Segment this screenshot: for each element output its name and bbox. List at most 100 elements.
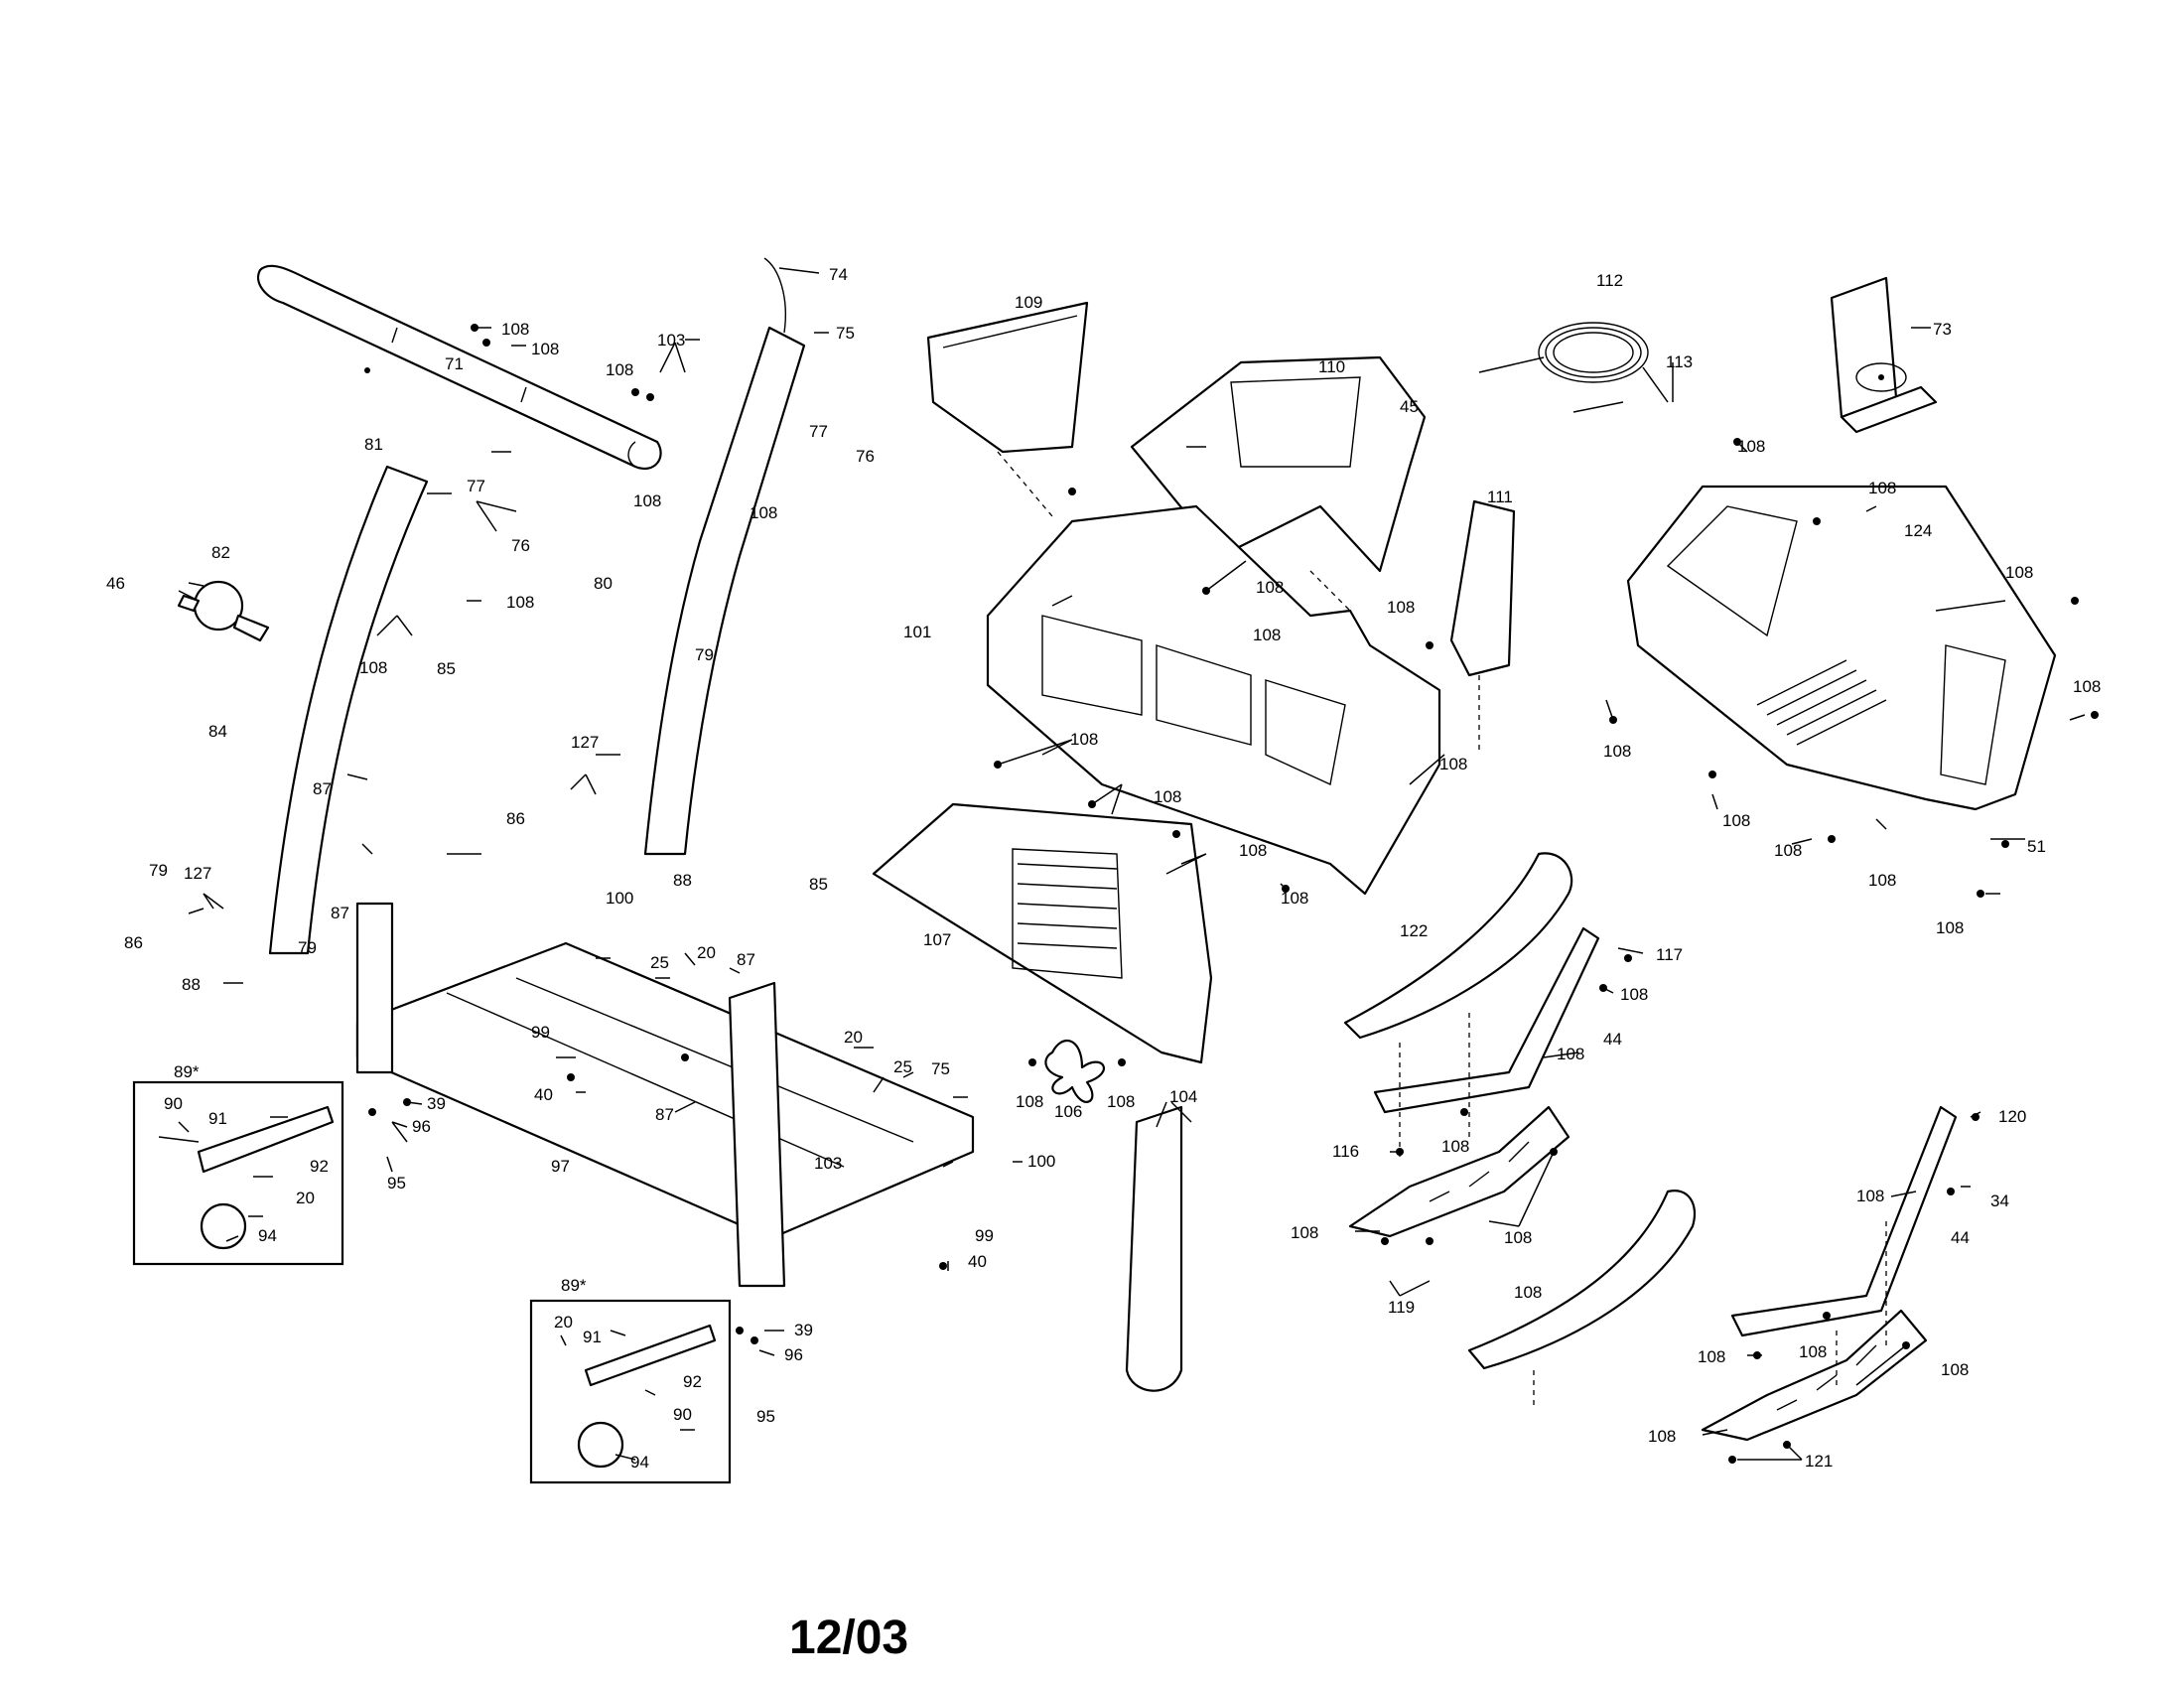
callout-45: 45 xyxy=(1400,397,1419,416)
wheel-box-right xyxy=(529,1299,732,1484)
console-base-101 xyxy=(986,504,1441,896)
callout-76: 76 xyxy=(856,447,875,466)
callout-20: 20 xyxy=(554,1313,573,1332)
callout-34: 108 xyxy=(1856,1187,1884,1205)
callout-85: 85 xyxy=(809,875,828,894)
callout-124: 124 xyxy=(1904,521,1932,540)
wheel-box-left xyxy=(132,1080,344,1266)
callout-121: 108 xyxy=(1648,1427,1676,1446)
handlebar-71 xyxy=(257,264,662,470)
callout-108: 108 xyxy=(633,491,661,510)
callout-108: 51 xyxy=(2027,837,2046,856)
callout-116: 108 xyxy=(1557,1045,1584,1063)
rail-116 xyxy=(1373,926,1600,1114)
callout-90: 90 xyxy=(673,1405,692,1424)
callout-108: 108 xyxy=(1774,841,1802,860)
fastener-dots xyxy=(368,324,2099,1464)
belt-guard-104 xyxy=(1125,1105,1183,1392)
callout-99: 99 xyxy=(975,1226,994,1245)
callout-108: 44 xyxy=(1603,1030,1622,1049)
callout-87: 87 xyxy=(737,950,755,969)
callout-108: 120 xyxy=(1998,1107,2026,1126)
callout-75: 75 xyxy=(931,1059,950,1078)
callout-95: 95 xyxy=(756,1407,775,1426)
callout-91: 91 xyxy=(208,1109,227,1128)
callout-88: 88 xyxy=(673,871,692,890)
callout-108: 108 xyxy=(1799,1342,1827,1361)
callout-92: 92 xyxy=(683,1372,702,1391)
callout-91: 91 xyxy=(583,1328,602,1346)
callout-122: 108 xyxy=(1936,918,1964,937)
callout-79: 79 xyxy=(149,861,168,880)
callout-40: 40 xyxy=(534,1085,553,1104)
date-code: 12/03 xyxy=(789,1612,908,1664)
callout-94: 94 xyxy=(630,1453,649,1472)
callout-119: 108 xyxy=(1291,1223,1318,1242)
callout-108: 117 xyxy=(1656,945,1683,964)
callout-112: 112 xyxy=(1596,271,1623,290)
foot-rail-119 xyxy=(1348,1105,1570,1238)
callout-25: 25 xyxy=(650,953,669,972)
fan-106 xyxy=(1044,1040,1106,1103)
callout-74: 74 xyxy=(829,265,848,284)
rail-cap-120 xyxy=(1467,1190,1697,1370)
motor-hood-107 xyxy=(872,802,1213,1064)
callout-77: 77 xyxy=(809,422,828,441)
rail-cap-117 xyxy=(1343,852,1573,1040)
callout-79: 79 xyxy=(298,938,317,957)
callout-86: 86 xyxy=(124,933,143,952)
callout-108: 108 xyxy=(1737,437,1765,456)
base-frame-97 xyxy=(355,902,975,1288)
callout-101: 101 xyxy=(903,623,931,641)
callout-108: 119 xyxy=(1388,1298,1415,1317)
callout-108: 108 xyxy=(1603,742,1631,761)
callout-108: 108 xyxy=(1439,755,1467,773)
callout-20: 20 xyxy=(844,1028,863,1047)
callout-113: 113 xyxy=(1666,352,1693,371)
cd-case-73 xyxy=(1830,276,1938,434)
callout-75: 75 xyxy=(836,324,855,343)
callout-80: 80 xyxy=(594,574,613,593)
callout-44: 108 xyxy=(1620,985,1648,1004)
callout-103: 103 xyxy=(657,331,685,350)
cable-112 xyxy=(1478,322,1669,403)
callout-46: 46 xyxy=(106,574,125,593)
callout-90: 90 xyxy=(164,1094,183,1113)
upright-80 xyxy=(643,257,806,856)
callout-39: 39 xyxy=(427,1094,446,1113)
callout-108: 108 xyxy=(1387,598,1415,617)
callout-89-star: 89* xyxy=(174,1062,200,1081)
foot-rail-121 xyxy=(1701,1309,1928,1442)
callout-96: 96 xyxy=(412,1117,431,1136)
rail-34 xyxy=(1730,1105,1958,1337)
callout-82: 82 xyxy=(211,543,230,562)
callout-108: 121 xyxy=(1805,1452,1833,1471)
callout-108: 108 xyxy=(1107,1092,1135,1111)
callout-39: 39 xyxy=(794,1321,813,1339)
callout-77: 77 xyxy=(467,477,485,495)
callout-127: 127 xyxy=(571,733,599,752)
callout-92: 92 xyxy=(310,1157,329,1176)
callout-89-star: 89* xyxy=(561,1276,587,1295)
callout-120: 108 xyxy=(1514,1283,1542,1302)
callout-108: 108 xyxy=(750,503,777,522)
callout-87: 87 xyxy=(331,904,349,922)
callout-108: 108 xyxy=(1504,1228,1532,1247)
callout-87: 87 xyxy=(313,779,332,798)
callout-labels: 74 75 103 108 108 71 108 108 77 76 108 8… xyxy=(106,265,2101,1472)
callout-108: 108 xyxy=(1868,479,1896,497)
callout-97: 97 xyxy=(551,1157,570,1176)
callout-111: 111 xyxy=(1487,488,1513,506)
callout-100: 100 xyxy=(606,889,633,908)
assembly-lines xyxy=(997,451,1887,1410)
callout-87: 87 xyxy=(655,1105,674,1124)
callout-108: 108 xyxy=(531,340,559,358)
callout-20: 20 xyxy=(296,1189,315,1207)
callout-108: 44 xyxy=(1951,1228,1970,1247)
handlebar-grip-82 xyxy=(177,580,270,642)
callout-95: 95 xyxy=(387,1174,406,1193)
callout-109: 109 xyxy=(1015,293,1042,312)
callout-108: 108 xyxy=(1441,1137,1469,1156)
callout-44: 34 xyxy=(1990,1192,2009,1210)
